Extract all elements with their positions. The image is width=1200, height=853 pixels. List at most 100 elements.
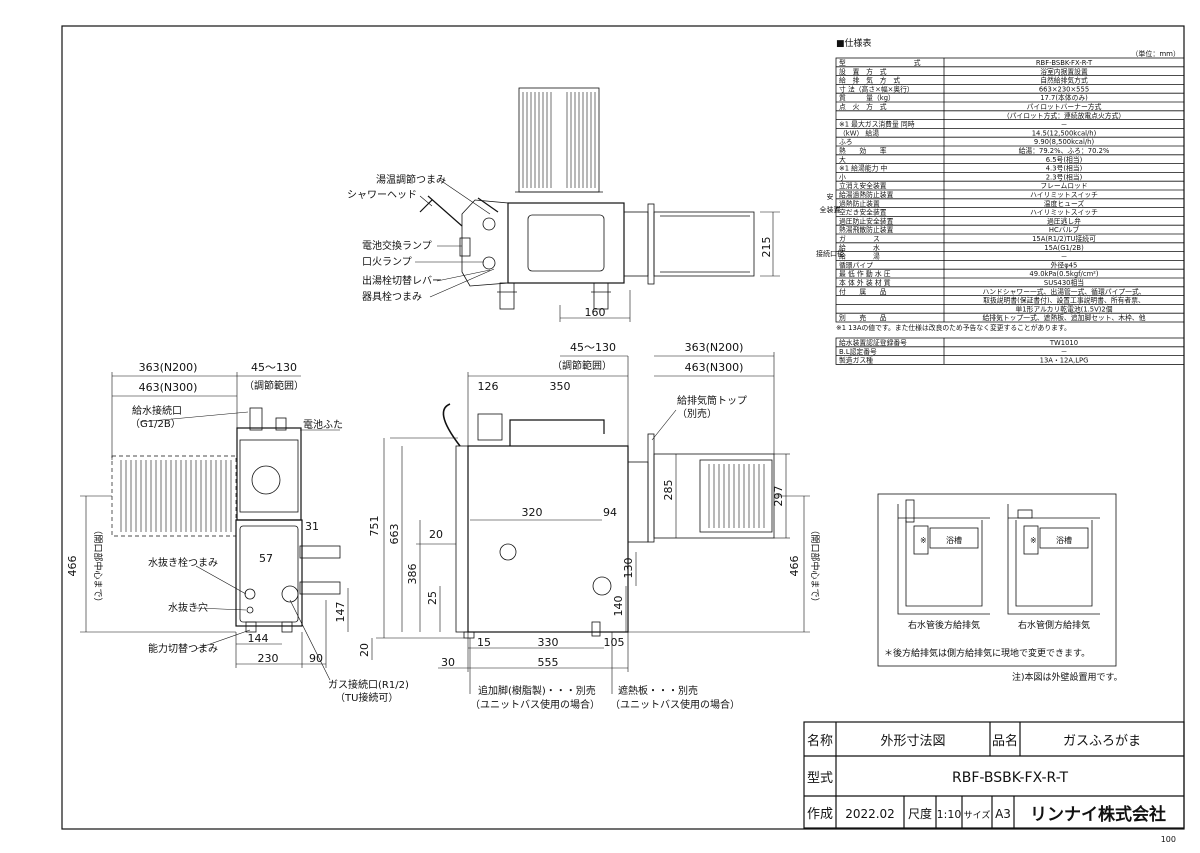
tb-model-value: RBF-BSBK-FX-R-T	[952, 770, 1068, 786]
label-power-knob: 能力切替つまみ	[148, 642, 218, 655]
dim-126: 126	[478, 380, 499, 393]
dim-20-b: 20	[358, 643, 371, 657]
tb-made-label: 作成	[807, 807, 833, 822]
label-vent-top: 給排気筒トップ	[677, 394, 747, 407]
spec-row-label: 設 置 方 式	[839, 67, 887, 76]
spec-row-label: 本 体 外 装 材 質	[839, 278, 891, 287]
label-adjust-range-side: （調節範囲）	[552, 359, 612, 372]
dim-130: 130	[622, 558, 635, 579]
spec-row-value: 給排気トップ一式、遮熱板、追加脚セット、木枠、他	[983, 313, 1146, 322]
dim-20-a: 20	[429, 528, 443, 541]
install-mark-rear: ※	[920, 536, 927, 545]
spec-row-value: 単1形アルカリ乾電池(1.5V)2個	[1015, 304, 1112, 313]
spec-row-value: 663×230×555	[1039, 85, 1089, 93]
spec-row-label: 給 湯	[839, 252, 880, 261]
install-mark-side: ※	[1030, 536, 1037, 545]
spec-table: ■仕様表 （単位：mm） 型 式 RBF-BSBK-FX-R-T 設 置 方 式 浴室内据…	[816, 37, 1185, 365]
spec-row-value: 6.5号(相当)	[1046, 155, 1083, 164]
install-caption-side: 右水管側方給排気	[1018, 619, 1090, 631]
dim-160: 160	[585, 306, 606, 319]
install-bath-rear: 浴槽	[946, 535, 962, 545]
spec-row-label: 熱湯飛散防止装置	[839, 225, 894, 234]
spec-row-label: ※1 給湯能力 中	[839, 164, 888, 173]
label-battery-lamp: 電池交換ランプ	[362, 239, 432, 252]
spec-row-label: ガ ス	[839, 234, 880, 243]
install-footnote: ＊後方給排気は側方給排気に現地で変更できます。	[884, 647, 1090, 659]
dim-15: 15	[477, 636, 491, 649]
dim-363-n200-side: 363(N200)	[685, 341, 744, 354]
dim-363-n200-front: 363(N200)	[139, 361, 198, 374]
spec-row-label: 質 量（kg）	[839, 93, 895, 102]
spec-row-label: 付 属 品	[839, 287, 887, 296]
spec-row-value: ハイリミットスイッチ	[1030, 191, 1098, 199]
spec-row-label: 大	[839, 155, 846, 164]
dim-45-130-side: 45～130	[570, 341, 616, 354]
dim-463-n300-side: 463(N300)	[685, 361, 744, 374]
title-block: 名称 外形寸法図 品名 ガスふろがま 型式 RBF-BSBK-FX-R-T 作成…	[803, 721, 1185, 844]
spec-row-value: パイロットバーナー方式	[1027, 102, 1102, 111]
spec-row-value: 自然給排気方式	[1040, 76, 1088, 85]
dim-90: 90	[309, 652, 323, 665]
tb-name-label: 名称	[807, 733, 833, 749]
spec-row-value: フレームロッド	[1040, 182, 1087, 190]
spec-row-value: 4.3号(相当)	[1046, 164, 1083, 173]
tb-product-label: 品名	[992, 733, 1018, 749]
tb-name-value: 外形寸法図	[880, 734, 945, 749]
dim-466-front: 466	[66, 556, 79, 577]
cert-row-value: －	[1061, 348, 1068, 356]
spec-heading: ■仕様表	[836, 37, 872, 49]
dim-31: 31	[305, 520, 319, 533]
label-adjust-range-front: （調節範囲）	[244, 379, 304, 392]
dim-330: 330	[538, 636, 559, 649]
spec-row-label: 給 排 気 方 式	[839, 76, 900, 85]
install-caption-rear: 右水管後方給排気	[908, 619, 980, 631]
spec-unit: （単位：mm）	[1131, 49, 1180, 58]
spec-side-pipe: 接続口径	[816, 249, 844, 258]
install-bath-side: 浴槽	[1056, 535, 1072, 545]
tb-size-value: A3	[995, 807, 1011, 821]
label-opening-center-side: （開口部中心まで）	[809, 525, 821, 606]
dim-94: 94	[603, 506, 617, 519]
spec-row-value: RBF-BSBK-FX-R-T	[1036, 59, 1093, 67]
label-shower-head: シャワーヘッド	[347, 190, 417, 201]
label-appliance-knob: 器具栓つまみ	[362, 290, 422, 303]
label-extra-leg: 追加脚(樹脂製)・・・別売	[478, 684, 596, 697]
spec-row-label: 熱 効 率	[839, 146, 887, 155]
label-vent-top-sub: （別売）	[677, 407, 717, 420]
spec-row-value: －	[1061, 253, 1068, 261]
drawing-frame	[61, 25, 1185, 830]
dim-350: 350	[550, 380, 571, 393]
tb-scale-label: 尺度	[908, 806, 932, 821]
spec-row-label: 立消え安全装置	[839, 181, 887, 190]
spec-row-value: （パイロット方式：連続放電点火方式）	[1003, 111, 1125, 120]
cert-row-value: 13A・12A,LPG	[1040, 357, 1089, 365]
dim-30: 30	[441, 656, 455, 669]
dim-320: 320	[522, 506, 543, 519]
tb-company: リンナイ株式会社	[1030, 804, 1166, 825]
spec-row-value: 取扱説明書(保証書付)、設置工事説明書、所有者票、	[983, 296, 1145, 305]
spec-row-label: 給 水	[839, 243, 880, 252]
spec-row-label: 過圧防止安全装置	[839, 216, 894, 225]
spec-row-value: SUS430相当	[1044, 278, 1084, 287]
spec-row-label: 最 低 作 動 水 圧	[839, 269, 891, 278]
spec-row-label: 別 売 品	[839, 313, 887, 322]
spec-note: ※1 13Aの値です。また仕様は改良のため予告なく変更することがあります。	[836, 323, 1071, 332]
spec-row-value: 浴室内据置設置	[1040, 67, 1088, 76]
spec-row-value: 2.3号(相当)	[1046, 172, 1083, 181]
label-drain-hole: 水抜き穴	[168, 601, 208, 614]
label-gas-inlet-tu: （TU接続可）	[335, 691, 398, 704]
spec-row-value: 給湯：79.2%、ふろ：70.2%	[1019, 146, 1110, 155]
dim-57: 57	[259, 552, 273, 565]
front-view: 363(N200) 463(N300) 45～130 （調節範囲） 466 （開…	[66, 361, 409, 704]
spec-row-label: 寸 法（高さ×幅×奥行）	[839, 84, 914, 93]
label-heat-shield: 遮熱板・・・別売	[618, 684, 698, 697]
label-temp-knob: 湯温調節つまみ	[376, 173, 446, 186]
spec-row-label: 型 式	[839, 58, 921, 67]
dim-463-n300-front: 463(N300)	[139, 381, 198, 394]
cert-row-label: 製造ガス種	[839, 356, 873, 365]
dim-466-side: 466	[788, 556, 801, 577]
dim-25: 25	[426, 591, 439, 605]
dim-105: 105	[604, 636, 625, 649]
